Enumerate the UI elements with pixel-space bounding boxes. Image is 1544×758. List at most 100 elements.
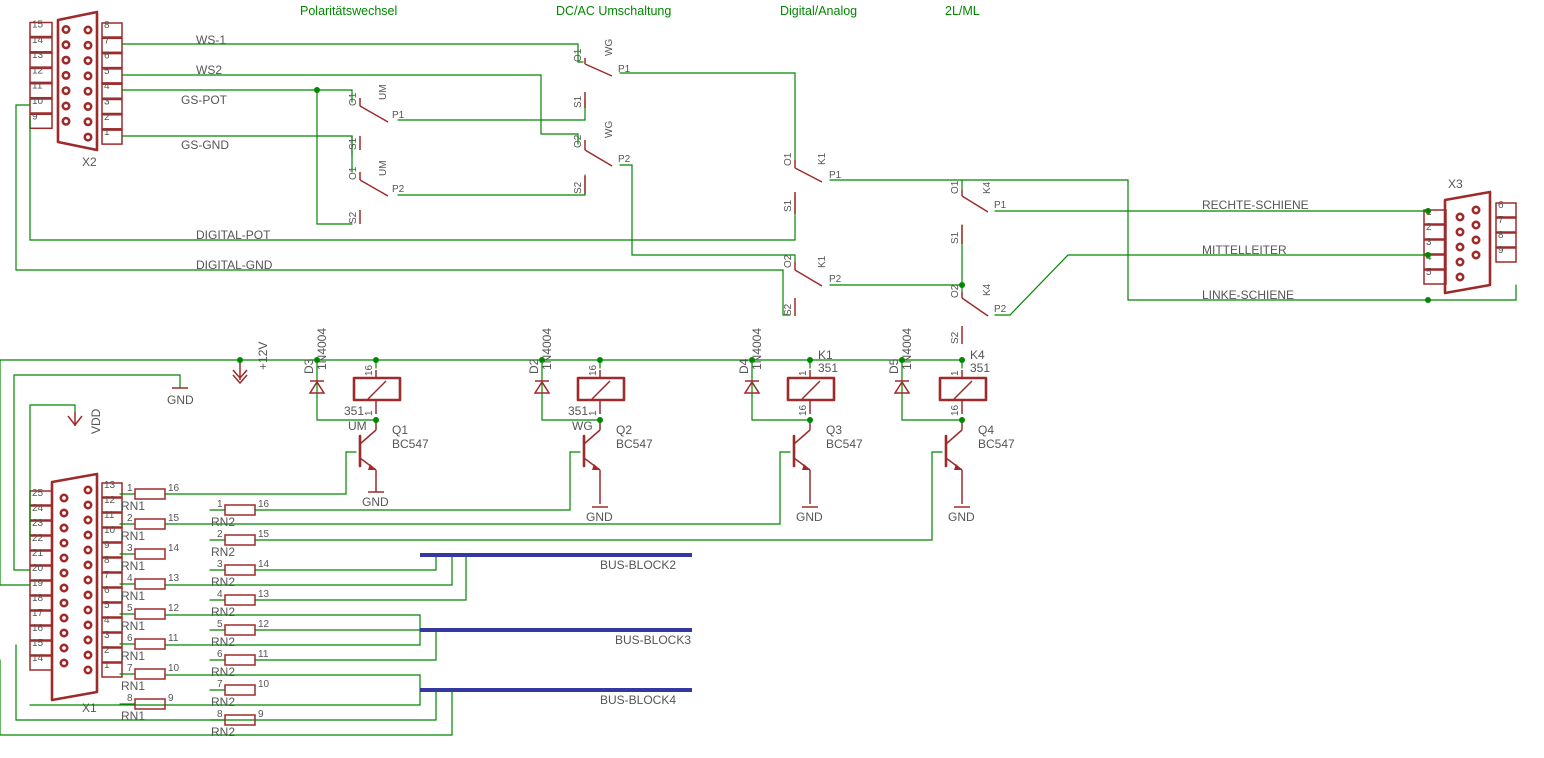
x1-pin-number: 2: [104, 645, 110, 656]
wg-s1: S1: [573, 95, 584, 108]
um-s2: S2: [348, 211, 359, 224]
x3-pin: [1423, 269, 1447, 285]
transistor-value: BC547: [616, 437, 653, 451]
resistor-pin-b: 10: [168, 663, 180, 674]
x1-pin: [101, 512, 123, 528]
resistor-pin-a: 2: [217, 529, 223, 540]
plus-12v-label: +12V: [256, 342, 270, 370]
resistor-pin-b: 11: [258, 649, 269, 660]
resistor-network-ref: RN1: [121, 679, 145, 693]
resistor-network-ref: RN1: [121, 529, 145, 543]
transistor-arrow: [954, 464, 962, 470]
relay-pin-number: 16: [364, 364, 375, 376]
x2-socket: [83, 40, 93, 50]
x1-pin: [29, 535, 53, 551]
resistor-pin-a: 1: [217, 499, 223, 510]
resistor-body: [134, 638, 166, 650]
resistor-pin-b: 15: [168, 513, 180, 524]
header-digital-analog: Digital/Analog: [780, 4, 857, 18]
relay-coil: [786, 376, 836, 402]
resistor-network-ref: RN2: [211, 635, 235, 649]
x3-socket: [1471, 235, 1481, 245]
resistor-network-ref: RN2: [211, 605, 235, 619]
x1-pin: [29, 640, 53, 656]
bus-lines: BUS-BLOCK2 BUS-BLOCK3 BUS-BLOCK4: [420, 553, 692, 707]
wg-o2: O2: [573, 134, 584, 148]
x2-socket: [61, 101, 71, 111]
x2-pin-number: 4: [104, 81, 110, 92]
relay-coil-slash: [801, 380, 821, 400]
x1-pin-number: 8: [104, 555, 110, 566]
x3-pin: [1423, 239, 1447, 255]
um-o1-top: O1: [348, 92, 359, 106]
x2-pin: [29, 82, 53, 99]
x2-socket: [83, 86, 93, 96]
relay-coil: [352, 376, 402, 402]
x3-socket: [1471, 220, 1481, 230]
x2-socket: [61, 40, 71, 50]
x1-socket: [83, 500, 93, 510]
driver-wiring: [0, 359, 963, 736]
x2-pin: [101, 22, 123, 38]
gnd-label: GND: [796, 510, 823, 524]
x1-socket: [83, 590, 93, 600]
relay-pin-number: 1: [588, 410, 599, 416]
diode-ref: D2: [527, 358, 541, 374]
x1-pin: [101, 617, 123, 633]
x2-pin-number: 15: [32, 20, 44, 31]
x1-pin: [29, 580, 53, 596]
resistor-pin-a: 5: [217, 619, 223, 630]
x3-socket: [1471, 205, 1481, 215]
x3-pin-number: 6: [1498, 200, 1504, 211]
x1-pin-number: 7: [104, 570, 110, 581]
x1-pin-number: 1: [104, 660, 110, 671]
resistor-pin-b: 10: [258, 679, 270, 690]
relay-coil: [938, 376, 988, 402]
relay-contact-labels: UM O1 P1 S1 UM O1 P2 S2 WG O1 P1 S1 WG O…: [348, 39, 1007, 344]
x1-pin-number: 20: [32, 563, 44, 574]
header-dc-ac: DC/AC Umschaltung: [556, 4, 671, 18]
resistor-network-ref: RN1: [121, 619, 145, 633]
x2-pin: [101, 37, 123, 54]
x2-pin-number: 8: [104, 20, 110, 31]
x2-label: X2: [82, 155, 97, 169]
x2-socket: [61, 86, 71, 96]
resistor-network-ref: RN2: [211, 665, 235, 679]
k1-label-bottom: K1: [817, 255, 828, 268]
resistor-pin-a: 8: [127, 693, 133, 704]
power-symbols: +12V GND VDD: [67, 342, 270, 434]
x1-pin-number: 16: [32, 623, 44, 634]
x1-pin: [101, 632, 123, 648]
x1-pin: [101, 572, 123, 588]
um-s1: S1: [348, 137, 359, 150]
x2-socket: [61, 24, 71, 34]
x2-pin: [101, 52, 123, 69]
x2-pin: [101, 129, 123, 145]
relay-coil-slash: [367, 380, 387, 400]
diode-ref: D4: [737, 358, 751, 374]
relay-value: 351: [344, 404, 364, 418]
x1-pin-number: 15: [32, 638, 44, 649]
resistor-pin-b: 15: [258, 529, 270, 540]
transistor-value: BC547: [392, 437, 429, 451]
x2-pin-number: 5: [104, 66, 110, 77]
resistor-pin-b: 9: [168, 693, 174, 704]
header-2l-ml: 2L/ML: [945, 4, 980, 18]
x3-pin-number: 2: [1426, 222, 1432, 233]
k1-label-top: K1: [817, 152, 828, 165]
resistor-network-ref: RN2: [211, 575, 235, 589]
resistor-network-ref: RN1: [121, 649, 145, 663]
x1-socket: [59, 523, 69, 533]
x3-pin-number: 7: [1498, 215, 1504, 226]
x1-label: X1: [82, 701, 97, 715]
k4-o2: O2: [950, 284, 961, 298]
x2-pin-number: 3: [104, 97, 110, 108]
x2-pin: [29, 98, 53, 114]
relay-pin-number: 16: [950, 404, 961, 416]
